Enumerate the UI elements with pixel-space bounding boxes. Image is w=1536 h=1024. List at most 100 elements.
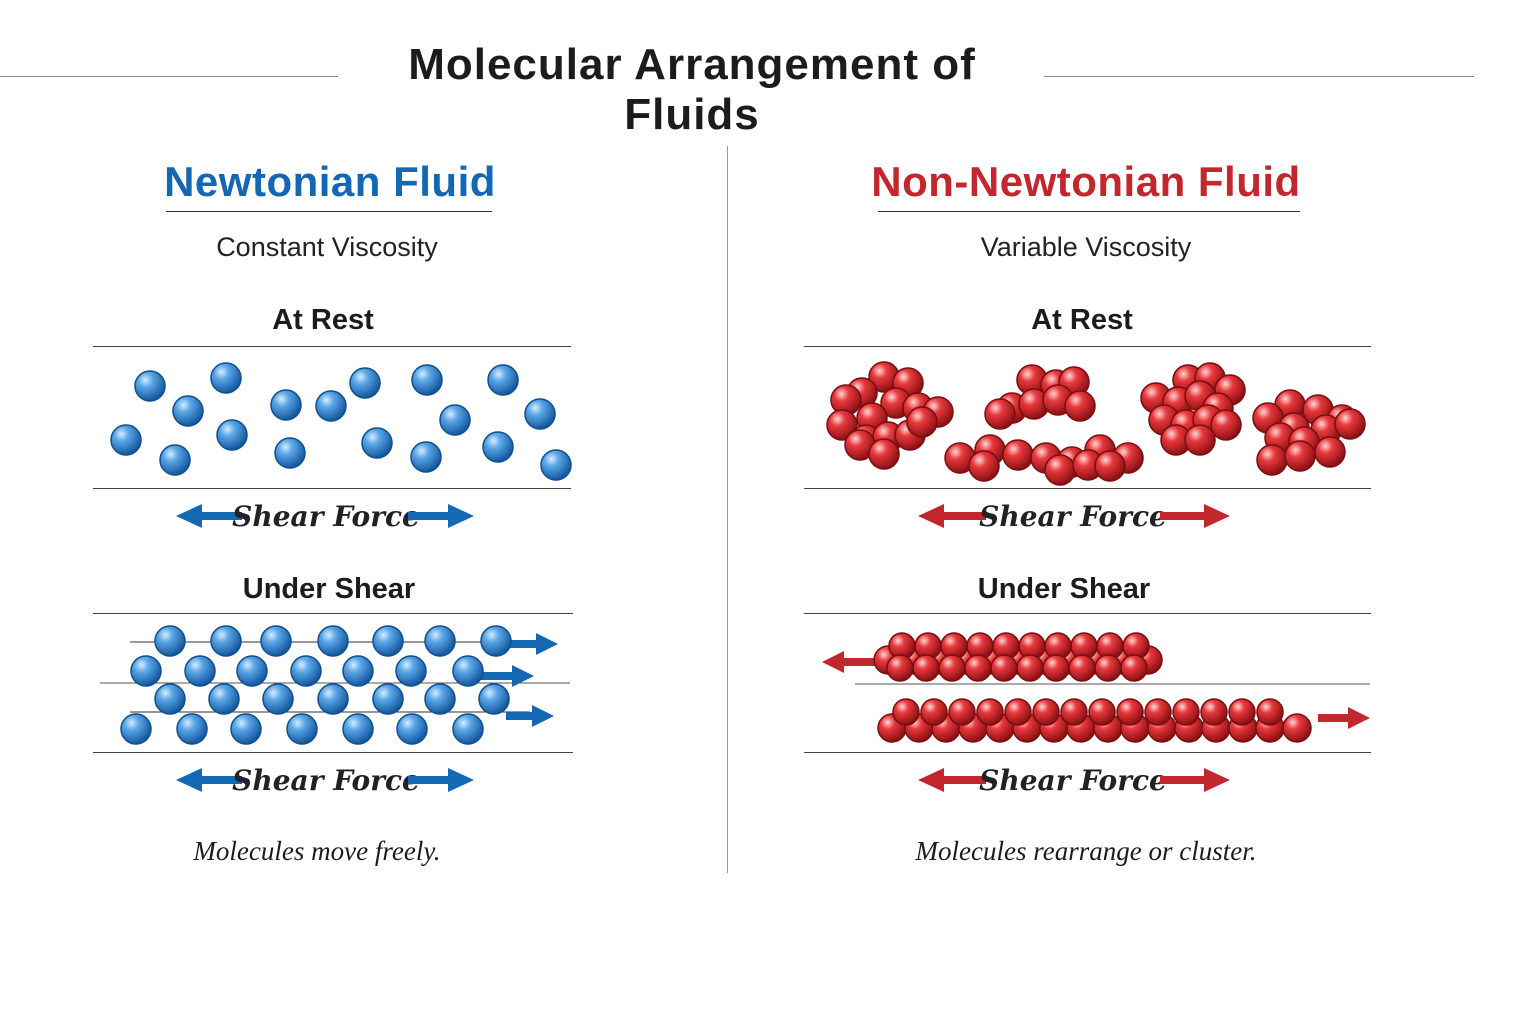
red-molecule bbox=[1228, 698, 1256, 726]
blue-molecule bbox=[176, 713, 208, 745]
blue-molecule bbox=[120, 713, 152, 745]
blue-molecule bbox=[317, 683, 349, 715]
blue-molecule bbox=[452, 655, 484, 687]
blue-molecule bbox=[372, 683, 404, 715]
newtonian-shear-force-label-1: Shear Force bbox=[232, 500, 420, 533]
red-molecule bbox=[1184, 424, 1216, 456]
flow-arrow-icon bbox=[480, 665, 534, 687]
blue-molecule bbox=[208, 683, 240, 715]
blue-molecule bbox=[134, 370, 166, 402]
newtonian-shear-force-label-2: Shear Force bbox=[232, 764, 420, 797]
newtonian-rest-top-rule bbox=[93, 346, 571, 347]
non-newtonian-subtitle: Variable Viscosity bbox=[980, 232, 1192, 262]
blue-molecule bbox=[210, 362, 242, 394]
blue-molecule bbox=[154, 625, 186, 657]
blue-molecule bbox=[270, 389, 302, 421]
red-molecule bbox=[1032, 698, 1060, 726]
red-molecule bbox=[1016, 654, 1044, 682]
blue-molecule bbox=[487, 364, 519, 396]
non-newtonian-shear-top-rule bbox=[804, 613, 1371, 614]
diagram-title: Molecular Arrangement of Fluids bbox=[408, 40, 976, 139]
red-molecule bbox=[1116, 698, 1144, 726]
red-molecule bbox=[826, 409, 858, 441]
blue-molecule bbox=[342, 655, 374, 687]
title-rule-left bbox=[0, 76, 338, 77]
red-molecule bbox=[1282, 713, 1312, 743]
red-molecule bbox=[976, 698, 1004, 726]
non-newtonian-rest-bottom-rule bbox=[804, 488, 1371, 489]
flow-arrow-icon bbox=[1318, 707, 1370, 729]
non-newtonian-shear-force-label-2: Shear Force bbox=[979, 764, 1167, 797]
center-divider bbox=[727, 146, 728, 873]
newtonian-rest-bottom-rule bbox=[93, 488, 571, 489]
non-newtonian-shear-force-label-1: Shear Force bbox=[979, 500, 1167, 533]
blue-molecule bbox=[260, 625, 292, 657]
red-molecule bbox=[906, 406, 938, 438]
non-newtonian-shear-bottom-rule bbox=[804, 752, 1371, 753]
newtonian-shear-arrow-right-2 bbox=[408, 768, 474, 792]
non-newtonian-shear-arrow-left-2 bbox=[918, 768, 986, 792]
newtonian-at-rest-label: At Rest bbox=[272, 304, 374, 336]
red-molecule bbox=[984, 398, 1016, 430]
blue-molecule bbox=[110, 424, 142, 456]
blue-molecule bbox=[184, 655, 216, 687]
blue-molecule bbox=[210, 625, 242, 657]
red-molecule bbox=[968, 450, 1000, 482]
red-molecule bbox=[938, 654, 966, 682]
newtonian-heading: Newtonian Fluid bbox=[164, 158, 496, 205]
flow-arrow-icon bbox=[506, 705, 554, 727]
blue-molecule bbox=[274, 437, 306, 469]
red-molecule bbox=[868, 438, 900, 470]
red-molecule bbox=[1144, 698, 1172, 726]
blue-molecule bbox=[372, 625, 404, 657]
blue-molecule bbox=[424, 683, 456, 715]
newtonian-shear-top-rule bbox=[93, 613, 573, 614]
red-molecule bbox=[1334, 408, 1366, 440]
newtonian-heading-underline bbox=[166, 211, 492, 212]
blue-molecule bbox=[286, 713, 318, 745]
red-molecule bbox=[886, 654, 914, 682]
blue-molecule bbox=[452, 713, 484, 745]
red-molecule bbox=[964, 654, 992, 682]
red-molecule bbox=[948, 698, 976, 726]
newtonian-shear-arrow-left-1 bbox=[176, 504, 242, 528]
red-molecule bbox=[1172, 698, 1200, 726]
blue-molecule bbox=[236, 655, 268, 687]
blue-molecule bbox=[411, 364, 443, 396]
blue-molecule bbox=[395, 655, 427, 687]
red-molecule bbox=[1068, 654, 1096, 682]
red-molecule bbox=[1120, 654, 1148, 682]
blue-molecule bbox=[361, 427, 393, 459]
blue-molecule bbox=[172, 395, 204, 427]
blue-molecule bbox=[480, 625, 512, 657]
newtonian-shear-arrow-left-2 bbox=[176, 768, 242, 792]
blue-molecule bbox=[424, 625, 456, 657]
blue-molecule bbox=[482, 431, 514, 463]
non-newtonian-heading-underline bbox=[878, 211, 1300, 212]
red-molecule bbox=[990, 654, 1018, 682]
red-molecule bbox=[1094, 450, 1126, 482]
blue-molecule bbox=[439, 404, 471, 436]
non-newtonian-caption: Molecules rearrange or cluster. bbox=[915, 836, 1257, 866]
blue-molecule bbox=[262, 683, 294, 715]
blue-molecule bbox=[290, 655, 322, 687]
blue-molecule bbox=[230, 713, 262, 745]
blue-molecule bbox=[349, 367, 381, 399]
newtonian-shear-bottom-rule bbox=[93, 752, 573, 753]
red-molecule bbox=[1200, 698, 1228, 726]
blue-molecule bbox=[524, 398, 556, 430]
newtonian-under-shear-label: Under Shear bbox=[242, 573, 416, 605]
flow-arrow-icon bbox=[510, 633, 558, 655]
blue-molecule bbox=[315, 390, 347, 422]
blue-molecule bbox=[342, 713, 374, 745]
red-molecule bbox=[1060, 698, 1088, 726]
red-molecule bbox=[1088, 698, 1116, 726]
non-newtonian-rest-top-rule bbox=[804, 346, 1371, 347]
non-newtonian-at-rest-label: At Rest bbox=[1031, 304, 1133, 336]
red-molecule bbox=[1042, 654, 1070, 682]
title-rule-right bbox=[1044, 76, 1474, 77]
non-newtonian-shear-arrow-right-1 bbox=[1160, 504, 1230, 528]
newtonian-caption: Molecules move freely. bbox=[193, 836, 441, 866]
non-newtonian-shear-arrow-right-2 bbox=[1160, 768, 1230, 792]
red-molecule bbox=[1284, 440, 1316, 472]
